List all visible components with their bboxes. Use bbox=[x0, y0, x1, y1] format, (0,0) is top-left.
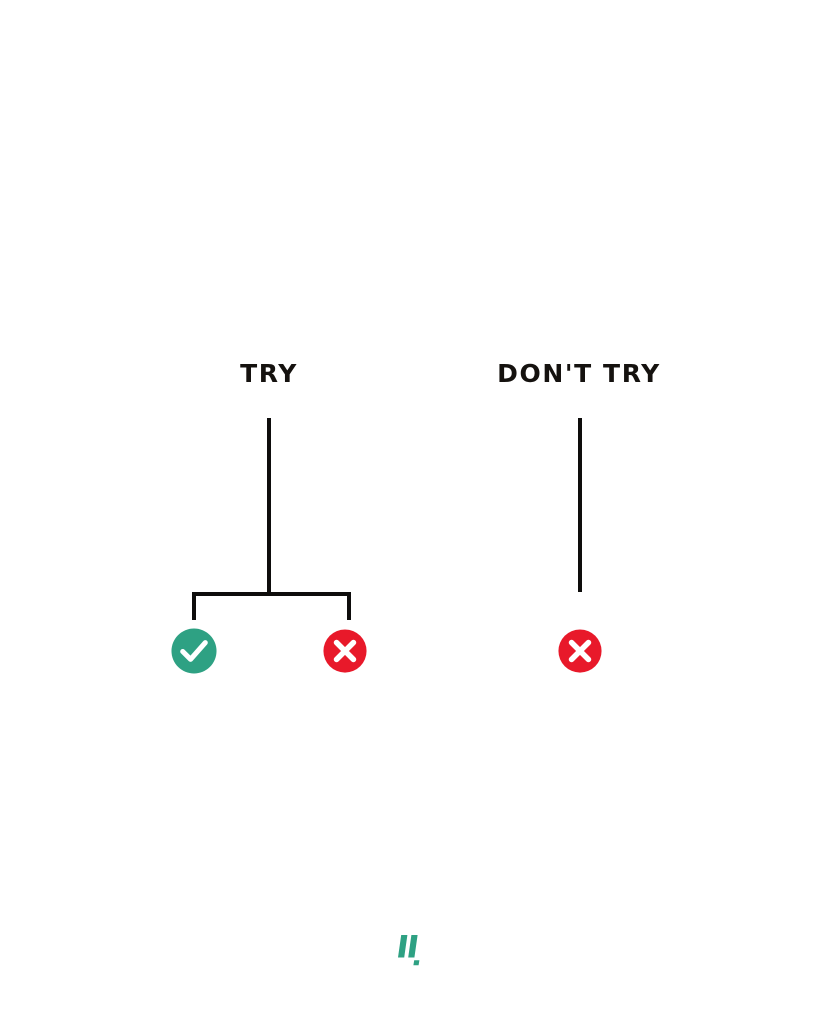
branch-label-dont-try: DON'T TRY bbox=[497, 359, 661, 388]
branch-drop-try-success bbox=[192, 592, 196, 620]
branch-connector-bar-try bbox=[192, 592, 351, 596]
branch-stem-try bbox=[267, 418, 271, 596]
branch-stem-dont-try bbox=[578, 418, 582, 592]
percent-slash-logo-icon bbox=[395, 931, 425, 969]
cross-circle-icon-dont-try bbox=[558, 629, 603, 674]
branch-label-try: TRY bbox=[240, 359, 298, 388]
check-circle-icon bbox=[171, 628, 218, 675]
branch-drop-try-failure bbox=[347, 592, 351, 620]
cross-circle-icon-try bbox=[323, 629, 368, 674]
